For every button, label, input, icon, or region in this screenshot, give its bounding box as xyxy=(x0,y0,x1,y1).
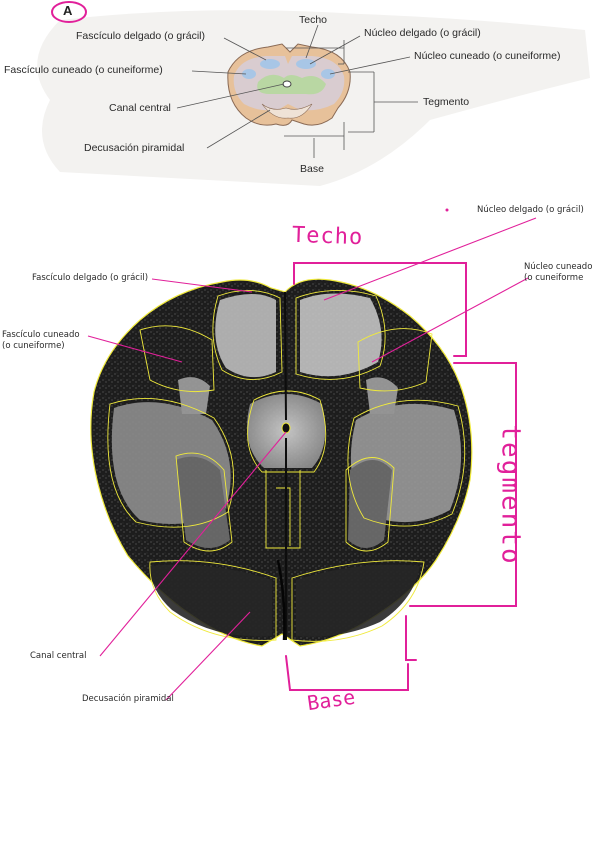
top-leader-lines xyxy=(176,24,418,158)
handwritten-techo: Techo xyxy=(291,222,364,251)
top-label-decusacion: Decusación piramidal xyxy=(84,142,185,154)
label-fasciculo-cuneado-line2: (o cuneiforme) xyxy=(2,341,65,351)
label-canal-central: Canal central xyxy=(30,651,87,661)
top-label-canal-central: Canal central xyxy=(109,102,171,114)
figure-tag-circle xyxy=(51,1,87,23)
top-label-nucleo-cuneado: Núcleo cuneado (o cuneiforme) xyxy=(414,50,561,62)
top-label-nucleo-delgado: Núcleo delgado (o grácil) xyxy=(364,27,481,39)
label-nucleo-cuneado-line2: (o cuneiforme xyxy=(524,273,584,283)
top-label-fasciculo-delgado: Fascículo delgado (o grácil) xyxy=(76,30,205,42)
handwritten-tegmento: tegmento xyxy=(495,424,526,566)
top-label-tegmento: Tegmento xyxy=(423,96,470,108)
label-fasciculo-cuneado-line1: Fascículo cuneado xyxy=(2,330,80,340)
top-label-base: Base xyxy=(300,163,324,175)
top-schematic xyxy=(37,1,590,187)
top-label-fasciculo-cuneado: Fascículo cuneado (o cuneiforme) xyxy=(4,64,163,76)
top-label-techo: Techo xyxy=(299,14,328,26)
label-decusacion: Decusación piramidal xyxy=(82,694,174,704)
figure-tag: A xyxy=(63,3,73,18)
label-fasciculo-delgado: Fascículo delgado (o grácil) xyxy=(32,273,149,283)
label-nucleo-cuneado-line1: Núcleo cuneado xyxy=(524,262,593,272)
yellow-outlines xyxy=(107,290,466,642)
gray-regions xyxy=(111,293,462,637)
central-canal xyxy=(281,422,291,434)
cord-schematic xyxy=(227,43,351,126)
micrograph xyxy=(90,278,473,647)
label-nucleo-delgado: Núcleo delgado (o grácil) xyxy=(477,205,584,215)
